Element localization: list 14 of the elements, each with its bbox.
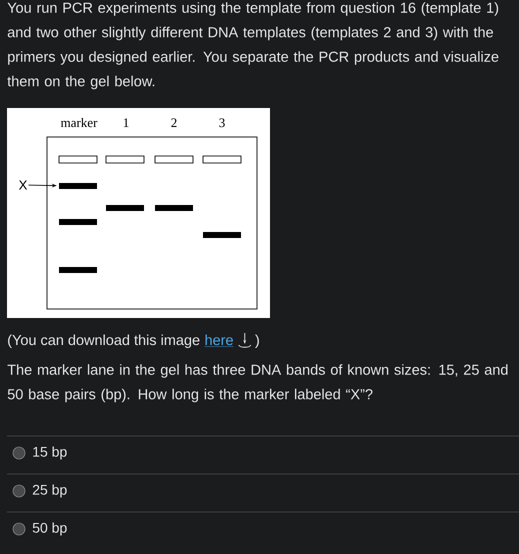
lane-label: 2 [171, 118, 177, 127]
note-text: ) [255, 334, 259, 348]
answer-option: 50 bp [32, 522, 67, 536]
answer-option: 25 bp [32, 484, 67, 498]
lane-label: marker [60, 118, 98, 128]
marker-letter: X [18, 180, 28, 190]
lane-label: 3 [219, 118, 225, 128]
lane-label: 1 [124, 118, 128, 127]
question-text: You run PCR experiments using the template from question 16 (template 1) and two other slightly different DNA templates (templates 2 and 3) with the primers you designed earlier. You separate the PCR products and visualize them on the gel below. [7, 2, 498, 90]
question-text: The marker lane in the gel has three DNA bands of known sizes: 15, 25 and 50 base pairs (bp). How long is the marker labeled “X”? [8, 364, 508, 402]
download-link: here [204, 334, 234, 347]
note-text: (You can download this image [8, 334, 200, 348]
gel-band [59, 183, 97, 189]
answer-option: 15 bp [33, 446, 67, 460]
